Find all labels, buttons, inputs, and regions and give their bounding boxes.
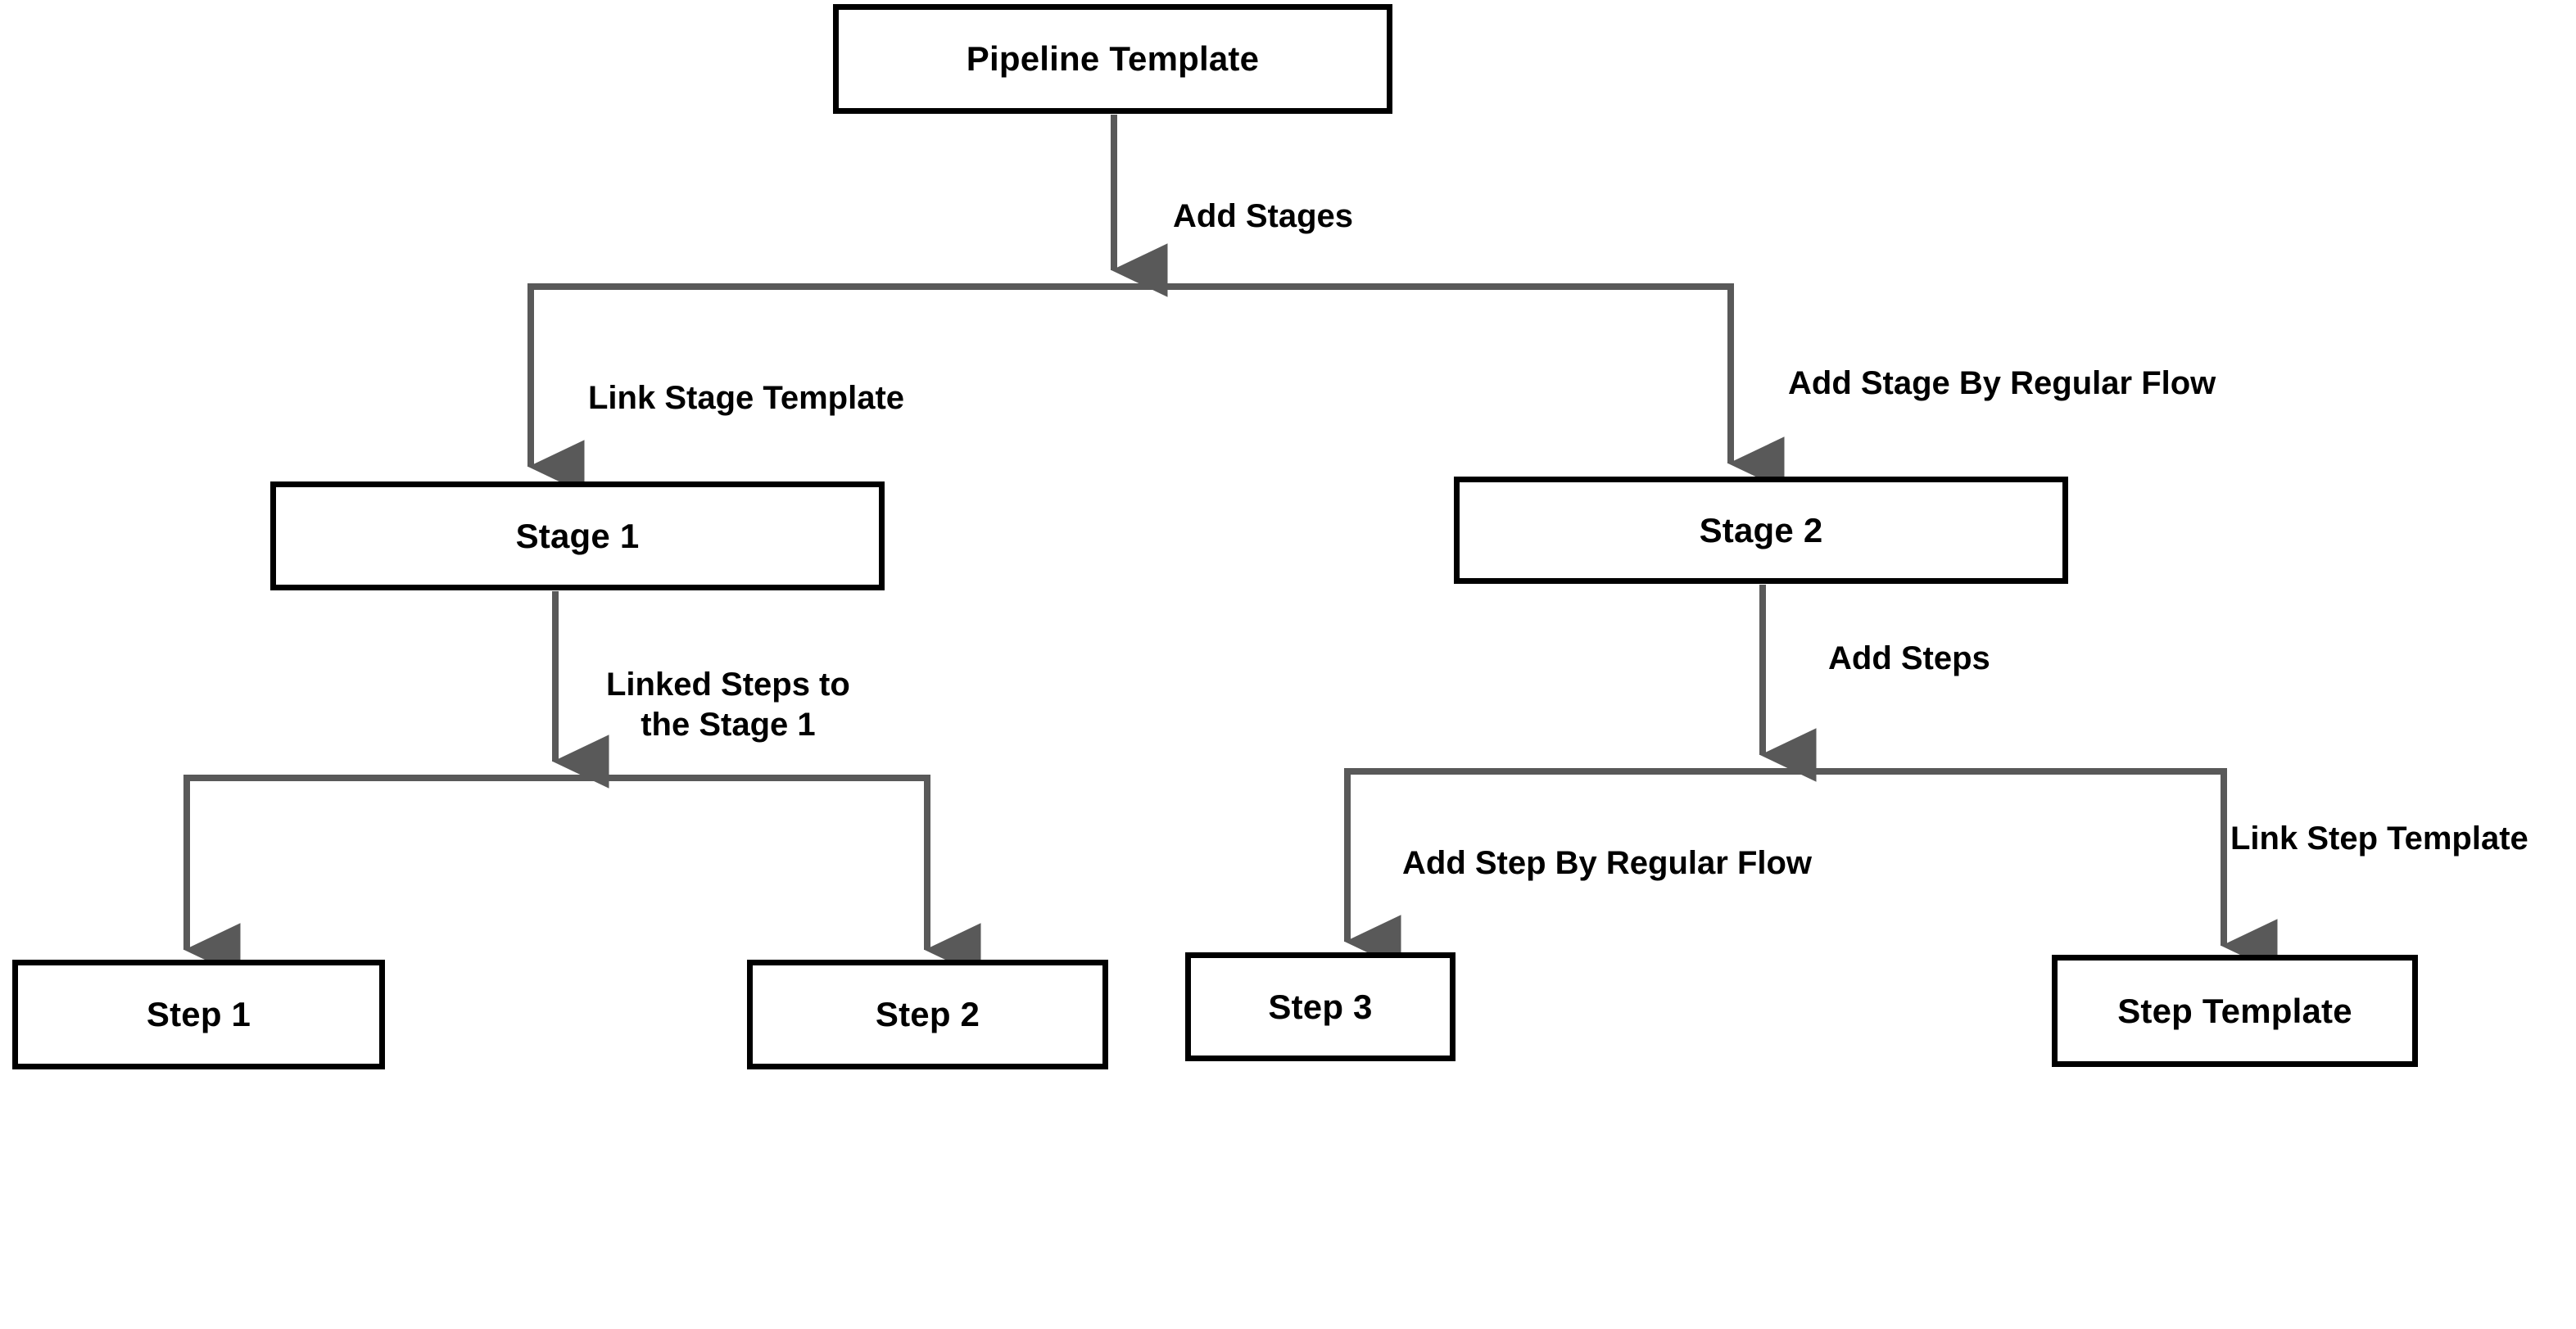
node-step-2[interactable]: Step 2 <box>747 960 1108 1069</box>
edge-label-add-stage-by-regular-flow: Add Stage By Regular Flow <box>1788 365 2216 401</box>
node-label-step-template: Step Template <box>2117 991 2352 1030</box>
edge-label-link-stage-template: Link Stage Template <box>588 380 905 416</box>
node-label-stage-2: Stage 2 <box>1699 510 1823 549</box>
node-label-step-3: Step 3 <box>1268 987 1373 1026</box>
edge-label-add-step-by-regular-flow: Add Step By Regular Flow <box>1402 845 1813 881</box>
node-step-3[interactable]: Step 3 <box>1185 952 1456 1061</box>
edge-label-add-stages: Add Stages <box>1173 198 1354 234</box>
node-pipeline-template[interactable]: Pipeline Template <box>833 4 1392 114</box>
node-label-step-2: Step 2 <box>875 995 980 1033</box>
node-label-stage-1: Stage 1 <box>515 516 640 555</box>
node-label-pipeline-template: Pipeline Template <box>966 39 1260 78</box>
node-stage-1[interactable]: Stage 1 <box>270 481 885 590</box>
node-step-template[interactable]: Step Template <box>2052 955 2418 1067</box>
edge-label-linked-steps-to-stage-1: Linked Steps to the Stage 1 <box>606 667 850 743</box>
node-label-step-1: Step 1 <box>146 995 251 1033</box>
edge-label-add-steps: Add Steps <box>1828 640 1990 676</box>
edge-label-link-step-template: Link Step Template <box>2230 820 2528 857</box>
node-stage-2[interactable]: Stage 2 <box>1454 477 2068 584</box>
node-step-1[interactable]: Step 1 <box>12 960 385 1069</box>
